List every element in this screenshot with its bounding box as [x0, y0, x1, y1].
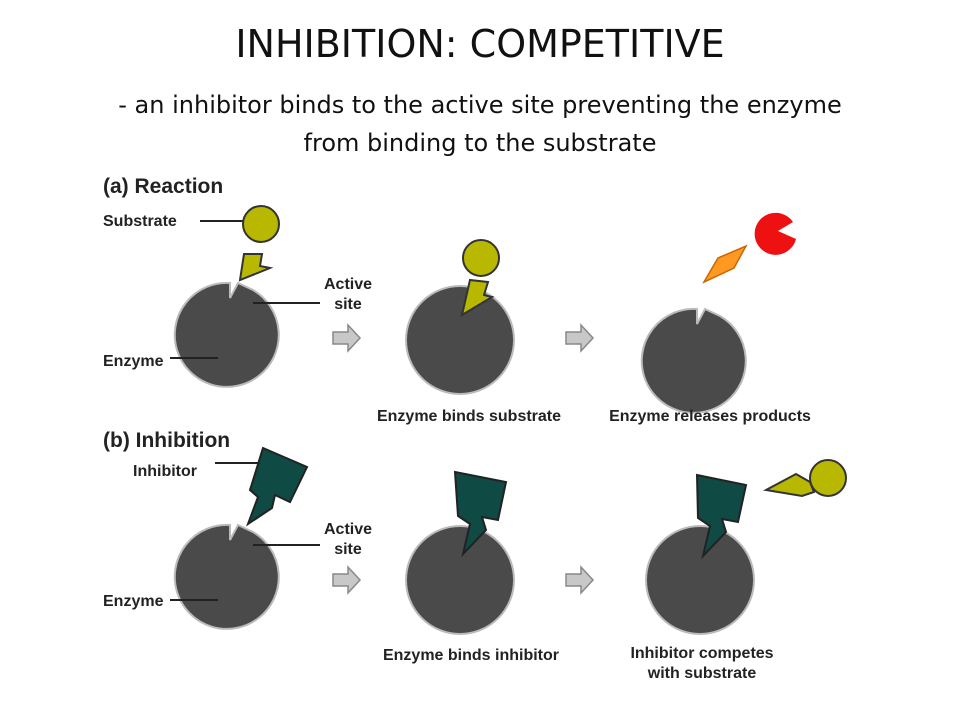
caption-inhibitor-competes-1: Inhibitor competes	[630, 645, 773, 662]
arrow-a2	[565, 323, 595, 353]
panel-b-header: (b) Inhibition	[103, 429, 230, 452]
active-site-label-b2: site	[334, 541, 362, 558]
panel-a-header: (a) Reaction	[103, 175, 223, 198]
caption-enzyme-binds-substrate: Enzyme binds substrate	[377, 408, 561, 425]
caption-inhibitor-competes-2: with substrate	[647, 665, 757, 682]
enzyme-a3	[640, 307, 747, 414]
caption-enzyme-binds-inhibitor: Enzyme binds inhibitor	[383, 647, 559, 664]
enzyme-b3	[645, 525, 755, 635]
enzyme-a1	[173, 281, 280, 388]
inhibitor-bound-b2	[453, 470, 508, 558]
subtitle-line-2: from binding to the substrate	[303, 129, 657, 157]
subtitle-line-1: - an inhibitor binds to the active site …	[118, 91, 842, 119]
enzyme-b1	[173, 523, 280, 630]
substrate-a1	[238, 205, 280, 282]
arrow-b1	[332, 565, 362, 595]
slide-subtitle: - an inhibitor binds to the active site …	[40, 86, 920, 162]
active-site-label-a1: Active	[324, 276, 372, 293]
competitive-inhibition-diagram: (a) Reaction Substrate Active site Enzym…	[103, 175, 847, 682]
arrow-b2	[565, 565, 595, 595]
substrate-competing	[762, 459, 847, 498]
enzyme-label-b: Enzyme	[103, 593, 164, 610]
enzyme-a2	[405, 285, 515, 395]
active-site-label-b1: Active	[324, 521, 372, 538]
product-red	[754, 212, 796, 255]
inhibitor-bound-b3	[695, 473, 748, 560]
substrate-label: Substrate	[103, 213, 177, 230]
product-orange	[702, 244, 748, 284]
substrate-bound-a2	[460, 239, 500, 318]
enzyme-b2	[405, 525, 515, 635]
inhibitor-b1	[245, 446, 309, 527]
panel-b-inhibition: (b) Inhibition Inhibitor Active site Enz…	[103, 429, 847, 682]
panel-a-reaction: (a) Reaction Substrate Active site Enzym…	[103, 175, 811, 425]
enzyme-label-a: Enzyme	[103, 353, 164, 370]
arrow-a1	[332, 323, 362, 353]
slide-title: INHIBITION: COMPETITIVE	[235, 22, 725, 66]
active-site-label-a2: site	[334, 296, 362, 313]
inhibitor-label: Inhibitor	[133, 463, 197, 480]
caption-enzyme-releases-products: Enzyme releases products	[609, 408, 811, 425]
